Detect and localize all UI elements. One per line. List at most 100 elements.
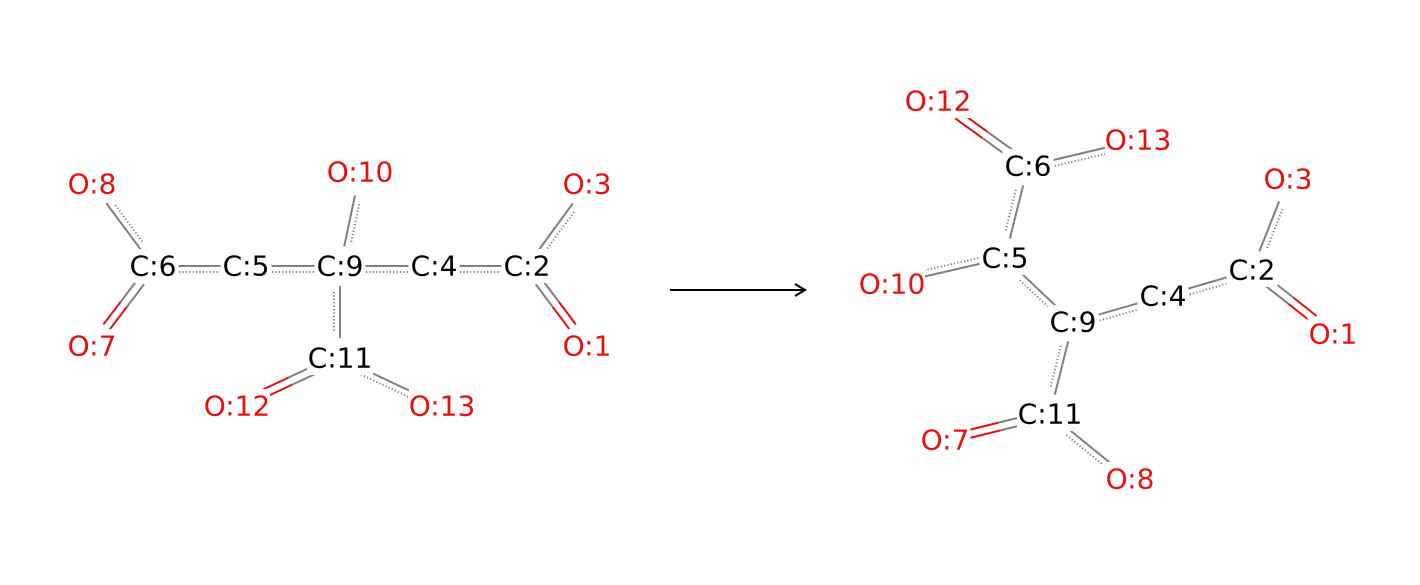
atom-o-13: O:13 <box>1105 123 1172 157</box>
atom-c-4: C:4 <box>408 249 460 283</box>
atom-c-6: C:6 <box>127 249 179 283</box>
atom-label: O:10 <box>859 268 926 301</box>
product-molecule: O:12O:13C:6 O:3C:5O:10 C:2C:4C:9 O:1C:11O:7… <box>859 84 1359 496</box>
atom-label: O:12 <box>204 390 271 423</box>
atom-o-8: O:8 <box>66 167 118 201</box>
atom-c-9: C:9 <box>1047 305 1099 339</box>
atom-label-bg <box>66 329 118 363</box>
atom-label: O:1 <box>1309 318 1358 351</box>
atom-o-1: O:1 <box>561 329 613 363</box>
atom-o-12: O:12 <box>905 84 972 118</box>
atom-label: C:2 <box>1229 254 1276 287</box>
bond-c-9-c-4 <box>360 265 414 273</box>
atom-label: O:8 <box>1106 463 1155 496</box>
atom-label-bg <box>1104 462 1156 496</box>
atom-label: C:2 <box>504 250 551 283</box>
atom-label-bg <box>561 167 613 201</box>
atom-label-bg <box>1226 253 1278 287</box>
bond-c-6-o-7 <box>102 278 145 330</box>
atom-label-bg <box>204 389 270 423</box>
reaction-arrow-head <box>794 283 807 297</box>
atom-label-bg <box>1002 149 1054 183</box>
reaction-arrow <box>670 283 807 297</box>
atom-o-13: O:13 <box>409 389 476 423</box>
atom-label-bg <box>220 249 272 283</box>
atom-label: C:6 <box>130 250 177 283</box>
atom-label-bg <box>327 155 393 189</box>
atom-o-12: O:12 <box>204 389 271 423</box>
atom-label-bg <box>66 167 118 201</box>
atom-label: C:9 <box>317 250 364 283</box>
atom-label: O:13 <box>1105 124 1172 157</box>
atom-label-bg <box>314 249 366 283</box>
atom-label-bg <box>979 241 1031 275</box>
bond-c-9-c-11 <box>333 286 341 338</box>
atom-o-10: O:10 <box>327 155 394 189</box>
atom-label: O:10 <box>327 156 394 189</box>
atom-c-9: C:9 <box>314 249 366 283</box>
atom-label-bg <box>408 249 460 283</box>
bond-c-2-o-3 <box>1258 200 1284 252</box>
atom-label: O:7 <box>68 330 117 363</box>
atom-label: O:3 <box>1264 163 1313 196</box>
atom-label: C:11 <box>1018 398 1083 431</box>
bond-c-5-c-9 <box>1018 270 1060 310</box>
atom-o-7: O:7 <box>919 423 971 457</box>
atom-label-bg <box>1047 305 1099 339</box>
bond-c-11-o-8 <box>1064 425 1113 466</box>
atom-label-bg <box>127 249 179 283</box>
atom-label-bg <box>561 329 613 363</box>
atom-label: O:12 <box>905 85 972 118</box>
bond-c-6-c-5 <box>1004 185 1025 239</box>
atom-label: C:6 <box>1005 150 1052 183</box>
atom-label-bg <box>1105 123 1171 157</box>
atom-label-bg <box>1262 162 1314 196</box>
atom-o-8: O:8 <box>1104 462 1156 496</box>
atom-label: C:5 <box>223 250 270 283</box>
atom-label: C:4 <box>411 250 458 283</box>
atom-label: O:1 <box>563 330 612 363</box>
atom-label-bg <box>307 341 373 375</box>
bond-c-6-o-13 <box>1047 144 1115 167</box>
atom-o-10: O:10 <box>859 267 926 301</box>
bond-c-6-o-8 <box>105 202 144 251</box>
bond-c-2-o-3 <box>538 202 575 251</box>
atom-c-11: C:11 <box>1017 397 1083 431</box>
atom-label: C:9 <box>1050 306 1097 339</box>
atom-c-5: C:5 <box>220 249 272 283</box>
atom-o-3: O:3 <box>561 167 613 201</box>
atom-c-2: C:2 <box>1226 253 1278 287</box>
atom-o-7: O:7 <box>66 329 118 363</box>
bond-c-9-o-10 <box>343 195 361 247</box>
bond-c-4-c-2 <box>1181 274 1234 296</box>
atom-label: C:11 <box>308 342 373 375</box>
atom-label-bg <box>919 423 971 457</box>
bond-c-2-o-1 <box>534 279 577 330</box>
atom-label-bg <box>1307 317 1359 351</box>
atom-label: O:3 <box>563 168 612 201</box>
atom-label: O:8 <box>68 168 117 201</box>
atom-c-4: C:4 <box>1137 279 1189 313</box>
atom-label-bg <box>1137 279 1189 313</box>
atom-c-5: C:5 <box>979 241 1031 275</box>
atom-o-3: O:3 <box>1262 162 1314 196</box>
atom-label-bg <box>859 267 925 301</box>
atom-label-bg <box>1017 397 1083 431</box>
atom-label-bg <box>409 389 475 423</box>
atom-label-bg <box>905 84 971 118</box>
atom-label: O:7 <box>921 424 970 457</box>
atom-label: C:4 <box>1140 280 1187 313</box>
atom-label: C:5 <box>982 242 1029 275</box>
atom-o-1: O:1 <box>1307 317 1359 351</box>
bond-c-6-c-5 <box>173 265 226 273</box>
reactant-molecule: C:6 C:5 C:9 C:4 C:2C:11 O:8O:7 O:10 O:3O:1O:12 O… <box>66 155 613 423</box>
bond-c-9-c-11 <box>1049 341 1070 395</box>
atom-label-bg <box>501 249 553 283</box>
atom-c-6: C:6 <box>1002 149 1054 183</box>
atom-c-2: C:2 <box>501 249 553 283</box>
atom-label: O:13 <box>409 390 476 423</box>
atom-c-11: C:11 <box>307 341 373 375</box>
bond-c-9-c-4 <box>1091 300 1145 322</box>
